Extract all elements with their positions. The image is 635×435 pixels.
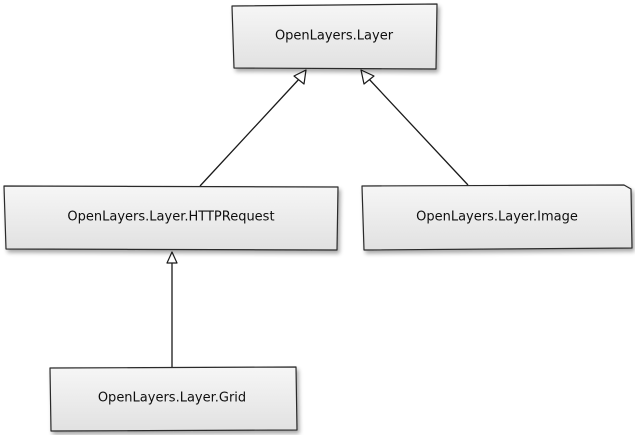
node-openlayers-layer-httprequest[interactable]: OpenLayers.Layer.HTTPRequest — [3, 185, 339, 251]
node-label: OpenLayers.Layer — [275, 29, 394, 44]
node-openlayers-layer-image[interactable]: OpenLayers.Layer.Image — [361, 184, 633, 251]
node-openlayers-layer[interactable]: OpenLayers.Layer — [231, 3, 438, 70]
node-box — [361, 184, 633, 251]
node-box — [49, 366, 298, 432]
edge-line — [199, 77, 301, 187]
inheritance-arrowhead-icon — [360, 69, 375, 85]
edge-image-to-layer — [360, 69, 469, 186]
node-openlayers-layer-grid[interactable]: OpenLayers.Layer.Grid — [49, 366, 298, 432]
node-label: OpenLayers.Layer.HTTPRequest — [67, 210, 274, 225]
inheritance-arrowhead-icon — [166, 251, 178, 264]
node-label: OpenLayers.Layer.Grid — [98, 391, 246, 406]
inheritance-arrowhead-icon — [293, 69, 307, 85]
node-box — [3, 185, 339, 251]
edge-line — [367, 77, 469, 186]
node-box — [231, 3, 438, 70]
edge-http-request-to-layer — [199, 69, 307, 187]
edge-grid-to-http-request — [166, 251, 178, 368]
node-label: OpenLayers.Layer.Image — [416, 210, 578, 225]
